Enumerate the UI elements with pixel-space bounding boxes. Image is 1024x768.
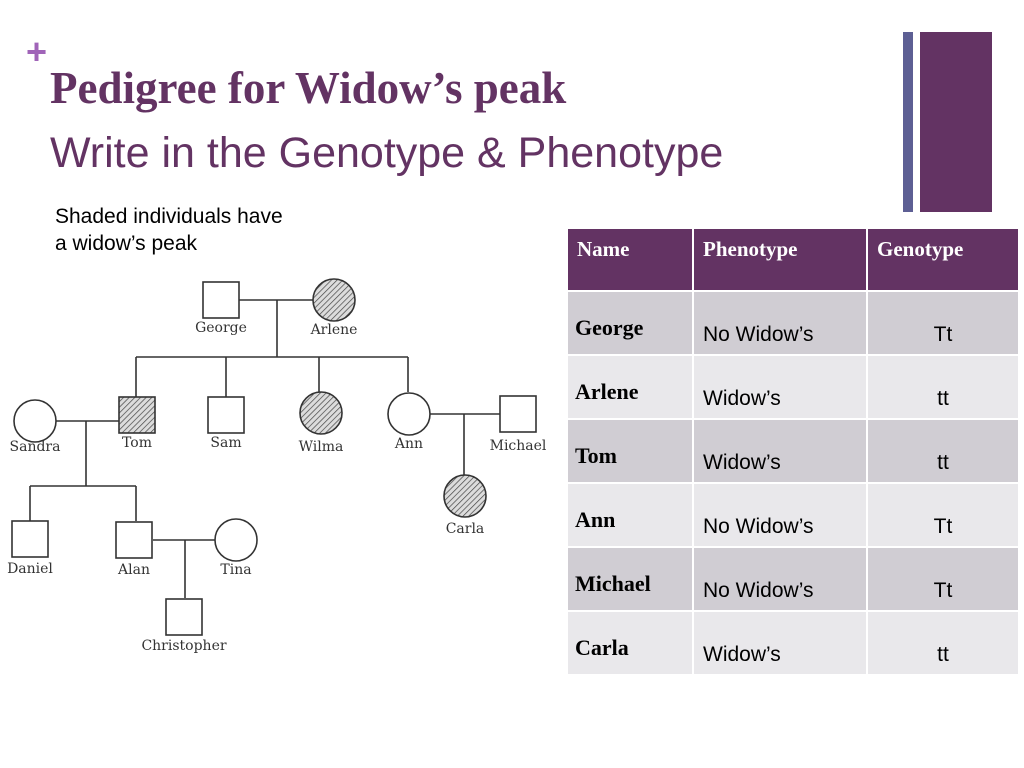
person-christopher: Christopher	[141, 598, 227, 654]
person-label: Tom	[122, 435, 152, 451]
person-sam: Sam	[207, 396, 245, 451]
person-wilma: Wilma	[299, 391, 344, 455]
slide-title: Pedigree for Widow’s peak	[50, 63, 567, 113]
cell-phenotype: Widow’s	[692, 418, 868, 484]
cell-name: Ann	[566, 482, 694, 548]
person-label: Wilma	[299, 439, 344, 455]
cell-genotype: tt	[866, 418, 1020, 484]
cell-phenotype: No Widow’s	[692, 546, 868, 612]
table-row: Ann No Widow’s Tt	[566, 482, 1020, 548]
cell-name: Michael	[566, 546, 694, 612]
cell-phenotype: Widow’s	[692, 610, 868, 676]
header-phenotype: Phenotype	[692, 227, 868, 292]
female-circle-icon	[443, 474, 487, 518]
pedigree-lines	[29, 299, 500, 598]
cell-name: Tom	[566, 418, 694, 484]
cell-genotype: Tt	[866, 546, 1020, 612]
table-row: Tom Widow’s tt	[566, 418, 1020, 484]
male-square-icon	[202, 281, 240, 319]
person-michael: Michael	[490, 395, 547, 454]
person-label: Sandra	[10, 439, 61, 455]
person-label: Daniel	[7, 561, 53, 577]
cell-name: Carla	[566, 610, 694, 676]
slide-subtitle: Write in the Genotype & Phenotype	[50, 129, 724, 177]
male-square-icon	[499, 395, 537, 433]
note-line-1: Shaded individuals have	[55, 205, 283, 228]
cell-phenotype: No Widow’s	[692, 482, 868, 548]
person-label: George	[195, 320, 247, 336]
male-square-icon	[165, 598, 203, 636]
cell-genotype: Tt	[866, 482, 1020, 548]
male-square-icon	[115, 521, 153, 559]
cell-phenotype: Widow’s	[692, 354, 868, 420]
plus-icon: +	[26, 31, 48, 72]
cell-genotype: tt	[866, 610, 1020, 676]
female-circle-icon	[13, 399, 57, 443]
person-carla: Carla	[443, 474, 487, 537]
person-label: Tina	[220, 562, 251, 578]
person-ann: Ann	[387, 392, 431, 452]
table-row: Carla Widow’s tt	[566, 610, 1020, 676]
cell-genotype: tt	[866, 354, 1020, 420]
cell-name: Arlene	[566, 354, 694, 420]
header-genotype: Genotype	[866, 227, 1020, 292]
person-daniel: Daniel	[7, 520, 53, 577]
shading-note: Shaded individuals have a widow’s peak	[55, 203, 283, 257]
cell-name: George	[566, 290, 694, 356]
table-row: Michael No Widow’s Tt	[566, 546, 1020, 612]
person-tina: Tina	[214, 518, 258, 578]
person-george: George	[195, 281, 247, 336]
person-arlene: Arlene	[310, 278, 358, 338]
person-sandra: Sandra	[10, 399, 61, 455]
genotype-table: Name Phenotype Genotype George No Widow’…	[566, 227, 1020, 676]
female-circle-icon	[214, 518, 258, 562]
male-square-icon	[207, 396, 245, 434]
person-alan: Alan	[115, 521, 153, 578]
male-square-icon	[118, 396, 156, 434]
female-circle-icon	[312, 278, 356, 322]
note-line-2: a widow’s peak	[55, 232, 198, 255]
person-label: Sam	[210, 435, 241, 451]
table-header-row: Name Phenotype Genotype	[566, 227, 1020, 292]
decorative-bar-thick	[920, 32, 992, 212]
person-label: Christopher	[141, 638, 226, 654]
female-circle-icon	[387, 392, 431, 436]
female-circle-icon	[299, 391, 343, 435]
table-row: George No Widow’s Tt	[566, 290, 1020, 356]
cell-phenotype: No Widow’s	[692, 290, 868, 356]
header-name: Name	[566, 227, 694, 292]
male-square-icon	[11, 520, 49, 558]
person-label: Alan	[117, 562, 150, 578]
person-tom: Tom	[118, 396, 156, 451]
person-label: Carla	[446, 521, 485, 537]
person-label: Arlene	[310, 322, 358, 338]
person-label: Michael	[490, 438, 547, 454]
cell-genotype: Tt	[866, 290, 1020, 356]
decorative-bar-thin	[903, 32, 913, 212]
person-label: Ann	[394, 436, 423, 452]
table-row: Arlene Widow’s tt	[566, 354, 1020, 420]
